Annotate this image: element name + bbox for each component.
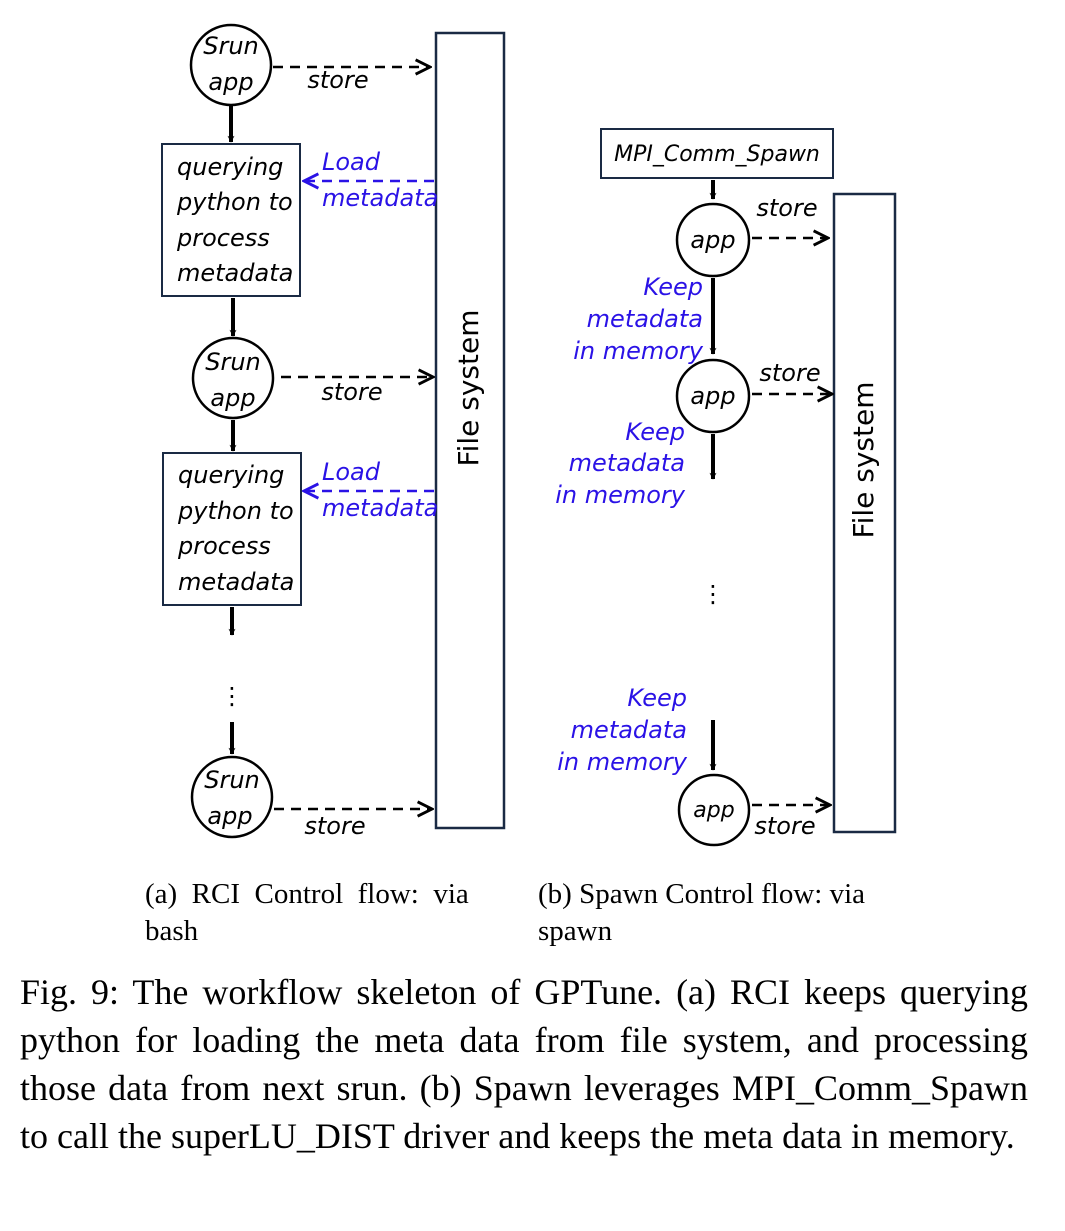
- app-label-2: app: [210, 384, 255, 412]
- query-box-2-line-4: metadata: [178, 568, 294, 596]
- spawn-app-node-1: [675, 202, 751, 278]
- mpi-comm-spawn-box: [600, 128, 834, 179]
- keep-line-1-b3: Keep: [627, 684, 687, 712]
- srun-label-1: Srun: [203, 32, 259, 60]
- query-box-1-line-1: querying: [177, 153, 283, 181]
- subcaption-b-line-2: spawn: [538, 915, 613, 947]
- figure-caption: Fig. 9: The workflow skeleton of GPTune.…: [20, 972, 1028, 1156]
- store-label-b1: store: [756, 194, 817, 222]
- keep-line-2-b2: metadata: [569, 449, 685, 477]
- subcaption-b-line-1: (b) Spawn Control flow: via: [538, 878, 866, 910]
- query-box-2-line-2: python to: [177, 497, 294, 525]
- keep-line-1-b2: Keep: [625, 418, 685, 446]
- load-metadata-label-a2: metadata: [322, 494, 438, 522]
- subcaption-a-line-1: (a) RCI Control flow: via: [145, 878, 469, 910]
- load-label-a2: Load: [322, 458, 381, 486]
- filesystem-box-b: [832, 192, 897, 834]
- load-metadata-label-a1: metadata: [322, 184, 438, 212]
- spawn-app-label-3: app: [693, 798, 734, 823]
- query-box-1: [161, 143, 301, 297]
- query-box-2-line-1: querying: [178, 461, 284, 489]
- load-label-a1: Load: [322, 148, 381, 176]
- query-box-1-line-4: metadata: [177, 259, 293, 287]
- keep-line-2-b1: metadata: [587, 305, 703, 333]
- subcaption-a-line-2: bash: [145, 915, 199, 947]
- spawn-app-label-1: app: [690, 226, 735, 254]
- keep-line-3-b2: in memory: [555, 481, 686, 509]
- mpi-comm-spawn-label: MPI_Comm_Spawn: [614, 142, 820, 167]
- subcaption-a: (a) RCI Control flow: via bash: [145, 876, 513, 950]
- query-box-2: [162, 452, 302, 606]
- srun-label-3: Srun: [204, 766, 260, 794]
- panel-b: File system MPI_Comm_Spawn app store Kee…: [555, 128, 897, 847]
- store-label-b3: store: [754, 812, 815, 840]
- query-box-2-line-3: process: [177, 532, 271, 560]
- filesystem-label-b: File system: [847, 382, 880, 539]
- spawn-app-label-2: app: [690, 382, 735, 410]
- srun-label-2: Srun: [205, 348, 261, 376]
- spawn-app-node-3: [677, 773, 751, 847]
- filesystem-box-a: [434, 31, 506, 830]
- app-label-1: app: [208, 68, 253, 96]
- keep-line-1-b1: Keep: [643, 273, 703, 301]
- ellipsis-b: ⋮: [701, 580, 725, 608]
- query-box-1-line-3: process: [176, 224, 270, 252]
- panel-a: File system Srun app store querying pyth…: [161, 23, 506, 840]
- query-box-1-line-2: python to: [176, 188, 293, 216]
- ellipsis-a: ⋮: [220, 682, 244, 710]
- srun-app-node-3: [190, 755, 274, 839]
- app-label-3: app: [207, 802, 252, 830]
- srun-app-node-2: [191, 336, 275, 420]
- store-label-a2: store: [321, 378, 382, 406]
- subcaption-b: (b) Spawn Control flow: via spawn: [538, 876, 918, 950]
- srun-app-node-1: [189, 23, 273, 107]
- store-label-a3: store: [304, 812, 365, 840]
- store-label-a1: store: [307, 66, 368, 94]
- keep-line-3-b1: in memory: [573, 337, 704, 365]
- keep-line-3-b3: in memory: [557, 748, 688, 776]
- keep-line-2-b3: metadata: [571, 716, 687, 744]
- spawn-app-node-2: [675, 358, 751, 434]
- store-label-b2: store: [759, 359, 820, 387]
- workflow-diagram: File system Srun app store querying pyth…: [161, 23, 897, 847]
- filesystem-label-a: File system: [452, 310, 485, 467]
